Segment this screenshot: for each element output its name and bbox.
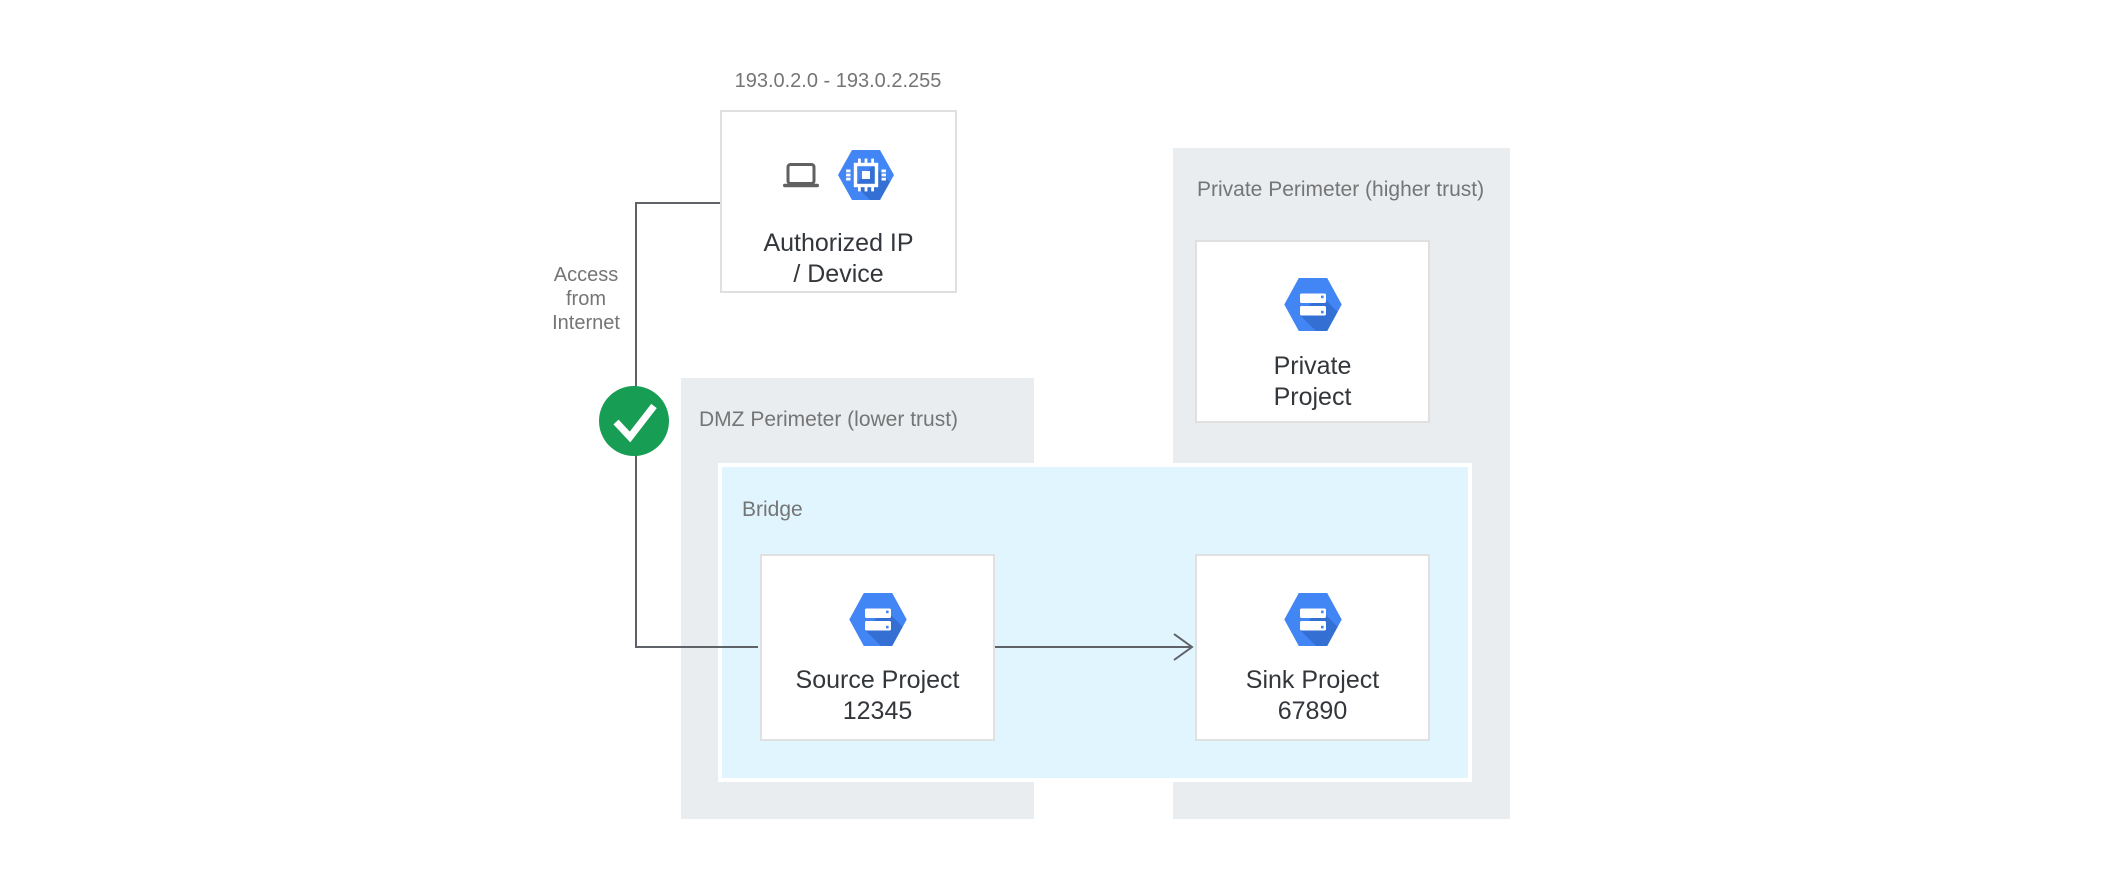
access-from-internet-label: Access from Internet xyxy=(540,263,632,335)
bridge-label: Bridge xyxy=(742,498,803,521)
authorized-label-line1: Authorized IP xyxy=(763,229,914,257)
source-project-node: Source Project 12345 xyxy=(760,554,995,741)
private-project-node: Private Project xyxy=(1195,240,1430,423)
sink-project-line1: Sink Project xyxy=(1245,666,1380,694)
sink-project-node: Sink Project 67890 xyxy=(1195,554,1430,741)
authorized-label-line2: / Device xyxy=(793,260,884,288)
private-project-line1: Private xyxy=(1273,352,1352,380)
access-label-line: Internet xyxy=(552,312,620,334)
project-hexagon-icon xyxy=(1283,278,1342,331)
sink-project-label: Sink Project 67890 xyxy=(1246,665,1379,727)
authorized-ip-device-node: Authorized IP / Device xyxy=(720,110,957,293)
source-project-label: Source Project 12345 xyxy=(796,665,960,727)
private-project-line2: Project xyxy=(1273,383,1352,411)
authorized-icon-row xyxy=(783,150,894,200)
compute-engine-chip-icon xyxy=(838,150,894,200)
source-project-line2: 12345 xyxy=(842,697,913,725)
private-project-label: Private Project xyxy=(1274,351,1352,413)
project-hexagon-icon xyxy=(848,593,907,646)
checkmark-icon xyxy=(599,386,669,456)
source-project-line1: Source Project xyxy=(795,666,960,694)
dmz-perimeter-label: DMZ Perimeter (lower trust) xyxy=(699,408,959,431)
sink-project-line2: 67890 xyxy=(1277,697,1348,725)
authorized-node-label: Authorized IP / Device xyxy=(763,228,913,290)
private-perimeter-label: Private Perimeter (higher trust) xyxy=(1197,178,1485,201)
laptop-icon xyxy=(783,162,819,187)
access-label-line: Access xyxy=(553,264,619,286)
project-hexagon-icon xyxy=(1283,593,1342,646)
ip-range-label: 193.0.2.0 - 193.0.2.255 xyxy=(734,70,942,92)
access-label-line: from xyxy=(566,288,606,310)
